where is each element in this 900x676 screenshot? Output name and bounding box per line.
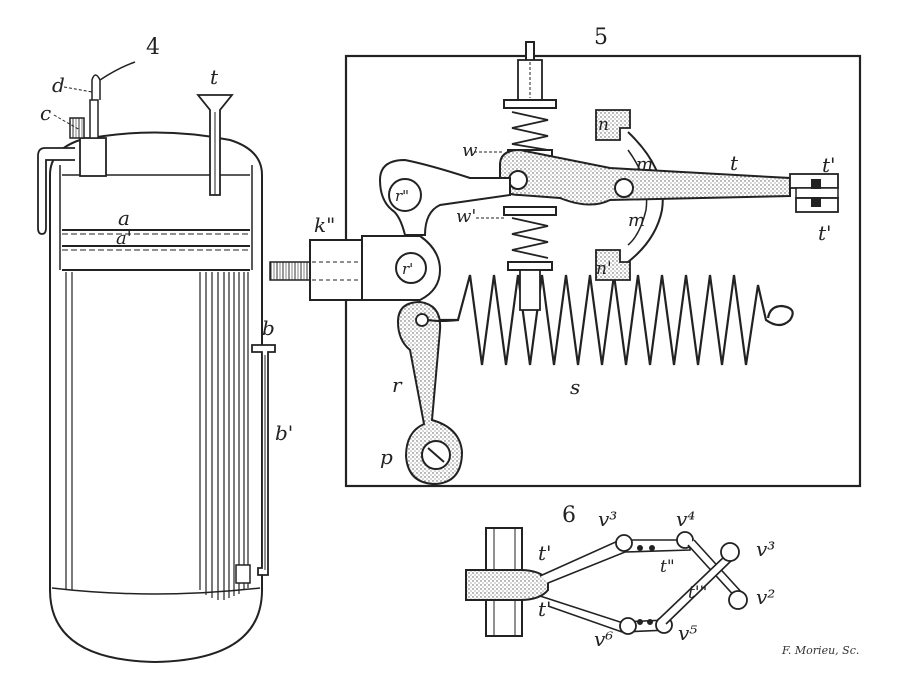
hub	[465, 569, 549, 601]
label-m-upper: m	[636, 154, 653, 175]
label-r: r	[392, 373, 403, 397]
label-t-fig4: t	[210, 65, 219, 89]
label-b: b	[262, 316, 275, 340]
label-v3-left: v³	[598, 507, 617, 531]
label-t-prime-lower: t'	[538, 597, 552, 621]
label-n: n	[598, 115, 609, 135]
funnel-t	[196, 94, 234, 196]
stop-n	[595, 109, 631, 141]
label-t-prime-bottom: t'	[818, 221, 832, 245]
figure-5	[269, 41, 862, 488]
diaphragm-a-prime	[62, 245, 250, 251]
label-w: w	[462, 140, 478, 161]
arc-m	[627, 131, 664, 263]
spring-s	[440, 274, 794, 366]
stop-n-prime	[595, 249, 631, 281]
arm-r-dprime	[378, 158, 511, 236]
label-v5: v⁵	[678, 621, 697, 645]
figure-6-number: 6	[562, 503, 576, 528]
label-d: d	[52, 73, 65, 97]
label-c: c	[40, 101, 51, 125]
left-pipe	[37, 147, 75, 235]
lever-end	[789, 173, 839, 213]
spring-w	[511, 111, 549, 151]
label-v4: v⁴	[676, 507, 695, 531]
label-v3-right: v³	[756, 537, 775, 561]
diaphragm-a	[62, 229, 250, 235]
label-r-prime: r'	[402, 260, 413, 278]
label-v6: v⁶	[594, 627, 613, 651]
side-tube	[235, 344, 276, 584]
label-s: s	[570, 375, 580, 399]
label-t-prime-upper: t'	[538, 541, 552, 565]
label-r-dprime: r"	[395, 187, 409, 205]
engraver-credit: F. Morieu, Sc.	[781, 644, 859, 657]
label-t-dprime: t"	[660, 557, 675, 577]
label-a-prime: a'	[116, 228, 132, 249]
label-b-prime: b'	[275, 421, 293, 445]
body-shading	[65, 272, 249, 600]
label-v2: v²	[756, 585, 775, 609]
label-k: k"	[314, 213, 335, 237]
label-m-lower: m	[628, 210, 645, 231]
label-n-prime: n'	[596, 259, 612, 279]
figure-4	[37, 61, 276, 664]
canister-body	[49, 131, 263, 664]
figure-6	[465, 527, 748, 637]
arm-r	[396, 300, 464, 486]
figure-5-number: 5	[594, 25, 608, 50]
label-t-fig5: t	[730, 151, 739, 175]
label-w-prime: w'	[456, 206, 476, 227]
figure-4-number: 4	[146, 35, 160, 60]
spring-w-prime	[511, 217, 549, 259]
label-t-tprime: t'"	[688, 583, 707, 603]
block-k	[269, 235, 442, 301]
label-a: a	[118, 206, 130, 230]
label-p: p	[380, 445, 393, 469]
label-t-prime-top: t'	[822, 153, 836, 177]
